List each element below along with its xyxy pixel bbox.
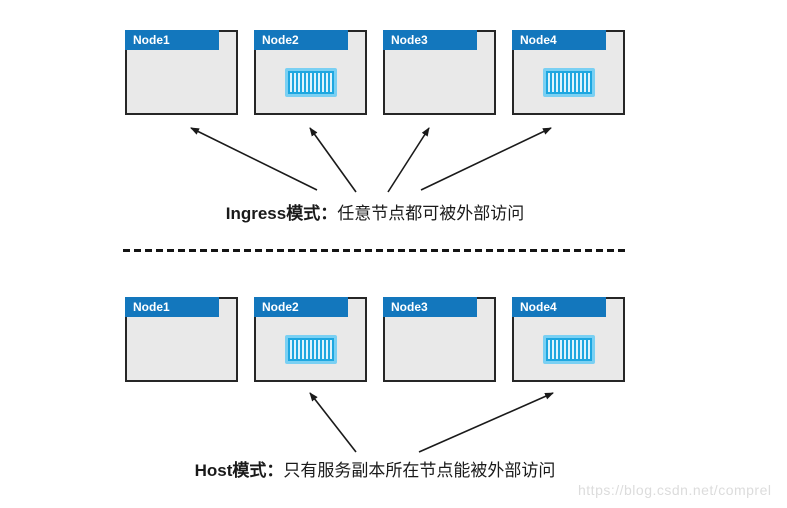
host-node3-box: Node3 (383, 297, 496, 382)
node-title-bar: Node2 (254, 30, 348, 50)
arrow-ingress-node2 (309, 127, 357, 193)
container-stripes (548, 73, 590, 92)
container-icon (285, 335, 337, 364)
node-title-bar: Node3 (383, 297, 477, 317)
arrow-ingress-node1 (190, 127, 318, 191)
container-icon (285, 68, 337, 97)
node-label: Node3 (391, 300, 428, 314)
host-caption-label: Host模式： (194, 461, 284, 480)
host-caption: Host模式：只有服务副本所在节点能被外部访问 (125, 456, 625, 481)
arrow-ingress-node3 (387, 127, 430, 193)
arrow-ingress-node4 (420, 127, 552, 191)
node-label: Node2 (262, 33, 299, 47)
ingress-caption: Ingress模式：任意节点都可被外部访问 (125, 199, 625, 224)
ingress-node1-box: Node1 (125, 30, 238, 115)
node-title-bar: Node3 (383, 30, 477, 50)
node-label: Node2 (262, 300, 299, 314)
host-node4-box: Node4 (512, 297, 625, 382)
ingress-node3-box: Node3 (383, 30, 496, 115)
node-title-bar: Node1 (125, 30, 219, 50)
host-caption-text: 只有服务副本所在节点能被外部访问 (283, 461, 556, 480)
node-label: Node3 (391, 33, 428, 47)
host-node2-box: Node2 (254, 297, 367, 382)
ingress-node4-box: Node4 (512, 30, 625, 115)
node-title-bar: Node4 (512, 30, 606, 50)
arrow-host-node4 (418, 392, 554, 453)
container-stripes (290, 340, 332, 359)
node-label: Node1 (133, 33, 170, 47)
node-title-bar: Node1 (125, 297, 219, 317)
container-icon (543, 68, 595, 97)
node-label: Node4 (520, 33, 557, 47)
node-title-bar: Node4 (512, 297, 606, 317)
container-icon (543, 335, 595, 364)
container-stripes (290, 73, 332, 92)
container-stripes (548, 340, 590, 359)
dashed-divider (123, 249, 628, 252)
node-label: Node1 (133, 300, 170, 314)
arrow-host-node2 (309, 392, 357, 453)
ingress-caption-label: Ingress模式： (225, 204, 338, 223)
node-title-bar: Node2 (254, 297, 348, 317)
host-node1-box: Node1 (125, 297, 238, 382)
ingress-node2-box: Node2 (254, 30, 367, 115)
ingress-caption-text: 任意节点都可被外部访问 (337, 204, 525, 223)
watermark: https://blog.csdn.net/comprel (578, 482, 772, 498)
node-label: Node4 (520, 300, 557, 314)
